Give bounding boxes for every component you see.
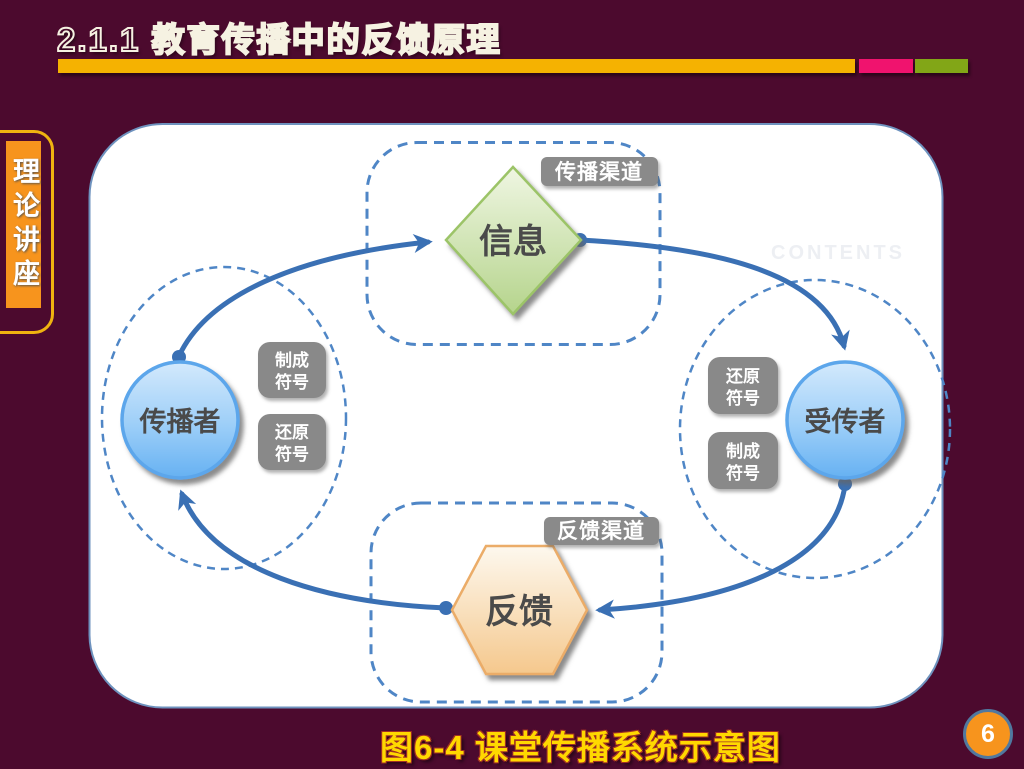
feedback-node	[450, 544, 589, 676]
receiver-encode-line2: 符号	[726, 463, 760, 483]
sender-dashed-circle	[100, 265, 348, 571]
accent-bar-pink	[859, 59, 913, 73]
diagram-panel	[88, 123, 944, 709]
watermark-text: CONTENTS	[771, 242, 905, 264]
sender-encode-line1: 制成	[275, 350, 309, 370]
channel-tag-top	[541, 157, 658, 186]
message-label: 信息	[479, 222, 547, 261]
accent-bar-yellow	[58, 59, 855, 73]
receiver-decode-box: 还原 符号	[708, 357, 778, 414]
arrow-feedback-to-sender	[178, 489, 449, 611]
sender-decode-line2: 符号	[275, 444, 309, 464]
arrow-sender-to-message	[176, 233, 433, 359]
receiver-node	[785, 360, 905, 480]
sender-node	[120, 360, 240, 480]
channel-dashed-box-top	[365, 141, 662, 346]
figure-caption: 图6-4 课堂传播系统示意图	[380, 729, 781, 766]
receiver-decode-line1: 还原	[725, 367, 760, 386]
feedback-label: 反馈	[485, 593, 553, 631]
receiver-dashed-circle	[678, 278, 952, 580]
dot-receiver-bottom	[838, 477, 852, 491]
receiver-encode-line1: 制成	[726, 441, 760, 461]
channel-tag-bottom	[544, 517, 659, 545]
dot-feedback-left	[439, 601, 453, 615]
channel-tag-bottom-label: 反馈渠道	[557, 519, 645, 543]
sidebar-tab-outline	[0, 130, 54, 334]
sender-decode-box: 还原 符号	[258, 414, 326, 470]
arrow-message-to-receiver	[577, 237, 850, 351]
sender-encode-box: 制成 符号	[258, 342, 326, 398]
message-node	[444, 165, 583, 316]
sender-decode-line1: 还原	[274, 423, 309, 442]
page-title: 2.1.1 教育传播中的反馈原理	[56, 20, 502, 59]
accent-bar-green	[915, 59, 968, 73]
sender-label: 传播者	[139, 407, 221, 437]
receiver-decode-line2: 符号	[726, 388, 760, 408]
receiver-encode-box: 制成 符号	[708, 432, 778, 489]
channel-tag-top-label: 传播渠道	[554, 160, 643, 184]
page-number-badge: 6	[963, 709, 1013, 759]
page-number: 6	[981, 719, 995, 748]
arrow-receiver-to-feedback	[595, 482, 848, 619]
sender-encode-line2: 符号	[275, 372, 309, 392]
sidebar-label: 理论讲座	[9, 156, 39, 293]
receiver-label: 受传者	[805, 406, 886, 437]
sidebar-tab: 理论讲座	[6, 141, 41, 308]
